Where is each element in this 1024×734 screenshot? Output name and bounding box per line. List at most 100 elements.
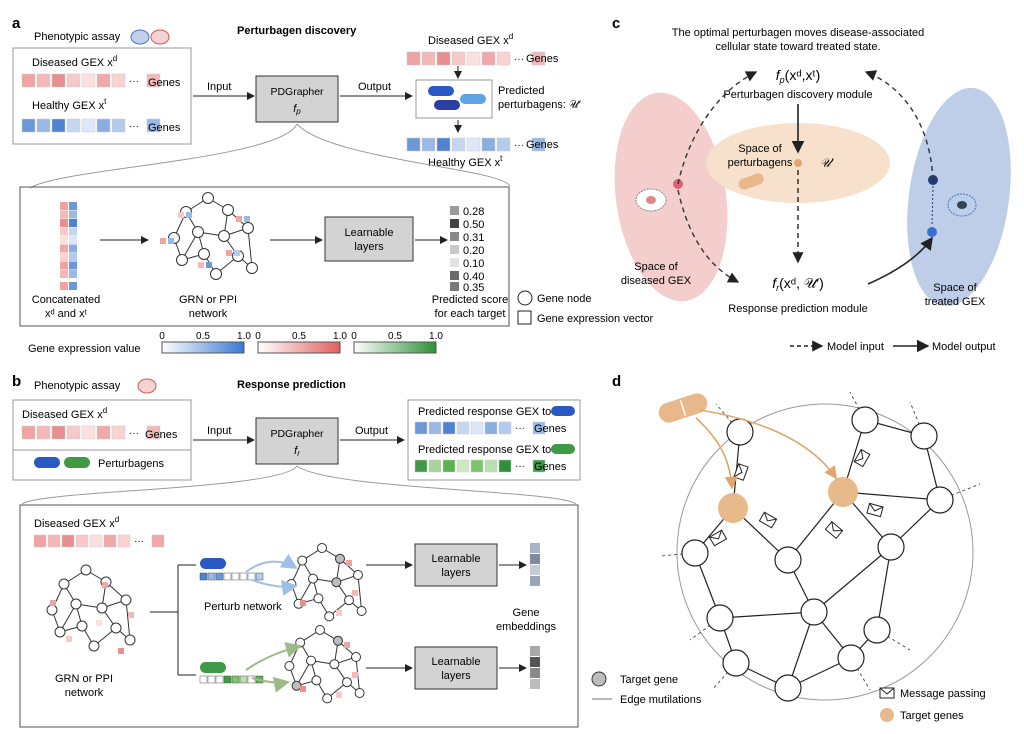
gene-cell [111, 118, 126, 133]
learnable-box-b1 [414, 543, 498, 587]
gene-node [315, 625, 325, 635]
colorbar-tick: 0.5 [196, 331, 210, 342]
gene-marker [168, 238, 174, 244]
gene-cell [239, 675, 248, 684]
gene-node [726, 418, 754, 446]
learnable-label-b1b: layers [441, 567, 471, 579]
caption-c2: cellular state toward treated state. [715, 41, 880, 53]
network-edge [876, 546, 892, 631]
gene-node [311, 675, 322, 686]
out-diseased-vector: ··· [406, 51, 546, 66]
out-diseased-label: Diseased GEX xd [428, 32, 513, 47]
gene-node [222, 204, 234, 216]
embedding-cell [530, 668, 540, 678]
panel-label-c: c [612, 15, 620, 32]
grn-label-b2: network [65, 687, 104, 699]
gene-marker [352, 672, 358, 678]
gene-cell [456, 459, 470, 473]
gene-node [54, 626, 66, 638]
grn-label-b: GRN or PPI [55, 673, 113, 685]
message-legend-icon [879, 687, 895, 699]
score-value: 0.50 [463, 219, 484, 231]
ellipsis: ··· [514, 54, 524, 65]
gene-node [706, 604, 734, 632]
genes-label-a3: Genes [526, 53, 559, 65]
gene-cell [89, 534, 103, 548]
gene-node [297, 555, 308, 566]
gene-cell [146, 73, 161, 88]
gene-cell [151, 534, 165, 548]
ellipsis: ··· [129, 428, 139, 439]
resp-vector-green: ··· [414, 459, 546, 473]
panel-label-d: d [612, 373, 621, 390]
inner-box-b [19, 504, 579, 728]
gene-node [96, 602, 108, 614]
learnable-box-b2 [414, 646, 498, 690]
pd-module-label: Perturbagen discovery module [723, 89, 872, 101]
gene-cell [436, 51, 451, 66]
score-value: 0.40 [463, 271, 484, 283]
genes-label-a4: Genes [526, 139, 559, 151]
gene-cell [33, 534, 47, 548]
gene-cell [498, 421, 512, 435]
gene-node [295, 637, 306, 648]
gene-node [88, 640, 100, 652]
colorbar-blue [161, 341, 245, 354]
legend-node-icon [517, 290, 533, 306]
gene-node [800, 598, 828, 626]
genes-label-b3: Genes [534, 461, 567, 473]
gene-node [120, 594, 132, 606]
pdgrapher-box-a [255, 75, 339, 123]
gene-marker [344, 642, 350, 648]
gene-cell [81, 425, 96, 440]
perturb-vector-blue [199, 572, 264, 581]
predicted-label-a: Predicted [498, 85, 544, 97]
gene-cell [96, 118, 111, 133]
gene-cell [421, 137, 436, 152]
gene-cell [61, 534, 75, 548]
perturbed-network-2 [284, 625, 365, 704]
dangling-edge [849, 391, 866, 421]
perturbagen-point [794, 159, 802, 167]
message-passing-network [659, 391, 981, 702]
pdgrapher-label-a: PDGrapher [270, 86, 324, 98]
gene-cell [69, 227, 77, 236]
gene-cell [36, 425, 51, 440]
pdgrapher-box-b [255, 417, 339, 465]
space-diseased-label: Space of [634, 261, 678, 273]
gene-cell [498, 459, 512, 473]
space-diseased-label2: diseased GEX [621, 275, 692, 287]
grn-label-a2: network [189, 308, 228, 320]
gene-cell [69, 244, 77, 253]
ellipsis: ··· [134, 536, 144, 547]
gene-node [774, 674, 802, 702]
gene-cell [69, 236, 77, 244]
inner-diseased-vector: ··· [33, 534, 165, 548]
message-icon [824, 520, 844, 540]
embedding-cell [530, 554, 540, 564]
gene-marker [118, 648, 124, 654]
perturbed-network-1 [286, 543, 367, 622]
gene-marker [160, 238, 166, 244]
gene-marker [236, 216, 242, 222]
legend-node-label: Gene node [537, 293, 591, 305]
gene-node [58, 578, 70, 590]
gene-cell [496, 137, 511, 152]
gene-cell [47, 534, 61, 548]
gene-marker [102, 582, 108, 588]
colorbar-tick: 1.0 [333, 331, 347, 342]
gene-node [910, 422, 938, 450]
gene-node [353, 570, 363, 580]
score-square [450, 282, 459, 291]
gene-marker [128, 612, 134, 618]
legend-input-label: Model input [827, 341, 884, 353]
gene-cell [146, 118, 161, 133]
score-value: 0.10 [463, 258, 484, 270]
ellipsis: ··· [515, 423, 525, 434]
gene-cell [21, 425, 36, 440]
gene-cell [428, 459, 442, 473]
gene-cell [60, 227, 68, 236]
ellipsis: ··· [514, 140, 524, 151]
colorbar-tick: 0 [159, 331, 165, 342]
gene-node [774, 546, 802, 574]
